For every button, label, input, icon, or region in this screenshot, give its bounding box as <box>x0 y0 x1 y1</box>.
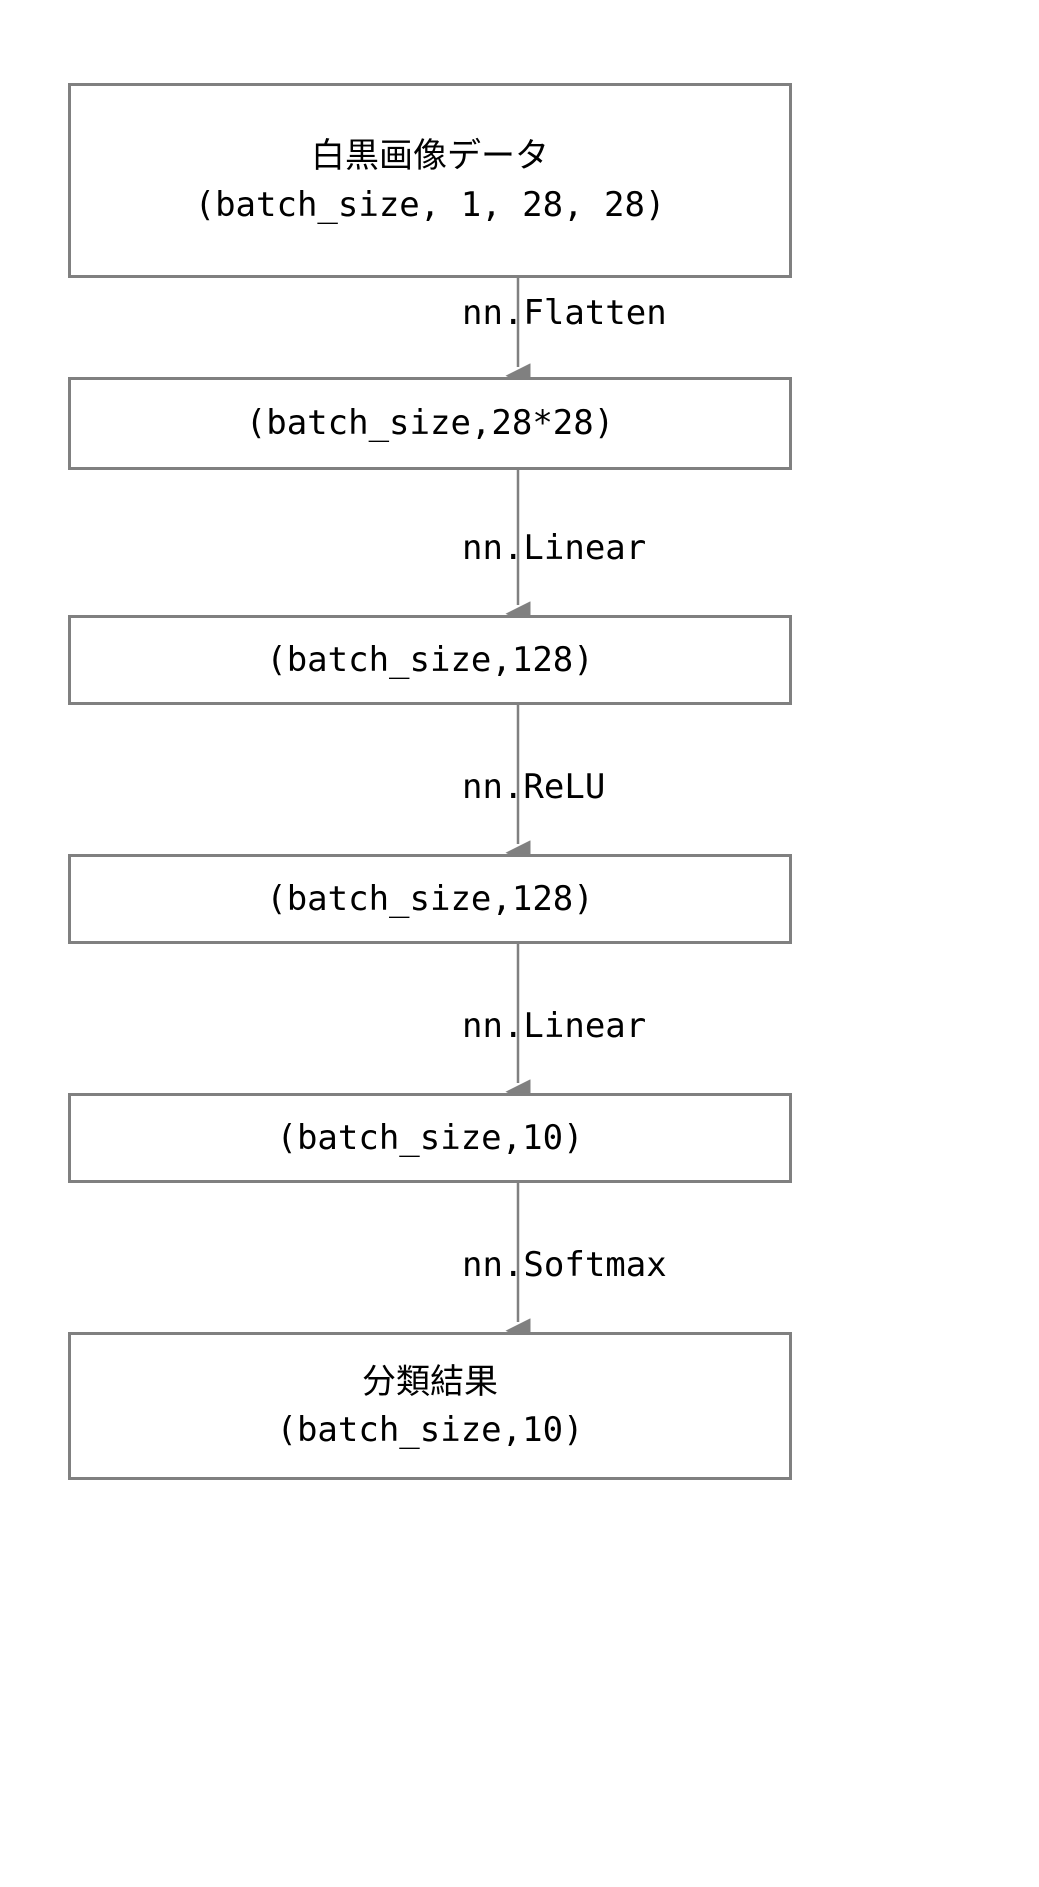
node-flattened-shape-text: (batch_size,28*28) <box>245 403 615 444</box>
node-input-image-data[interactable]: 白黒画像データ (batch_size, 1, 28, 28) <box>68 83 792 278</box>
node-output-title: 分類結果 <box>362 1361 498 1402</box>
node-linear1-output-shape-text: (batch_size,128) <box>266 639 594 680</box>
edge-label-flatten: nn.Flatten <box>462 293 667 333</box>
edge-label-relu: nn.ReLU <box>462 767 606 807</box>
node-relu-output-shape-text: (batch_size,128) <box>266 878 594 919</box>
node-linear1-output-shape[interactable]: (batch_size,128) <box>68 615 792 705</box>
node-classification-result[interactable]: 分類結果 (batch_size,10) <box>68 1332 792 1480</box>
node-input-shape: (batch_size, 1, 28, 28) <box>194 184 666 225</box>
node-linear2-output-shape-text: (batch_size,10) <box>276 1117 584 1158</box>
edge-label-linear-2: nn.Linear <box>462 1006 647 1046</box>
edge-label-softmax: nn.Softmax <box>462 1245 667 1285</box>
node-linear2-output-shape[interactable]: (batch_size,10) <box>68 1093 792 1183</box>
node-input-title: 白黒画像データ <box>311 136 549 177</box>
node-relu-output-shape[interactable]: (batch_size,128) <box>68 854 792 944</box>
edge-label-linear-1: nn.Linear <box>462 528 647 568</box>
node-output-shape: (batch_size,10) <box>276 1410 584 1450</box>
node-flattened-shape[interactable]: (batch_size,28*28) <box>68 377 792 470</box>
